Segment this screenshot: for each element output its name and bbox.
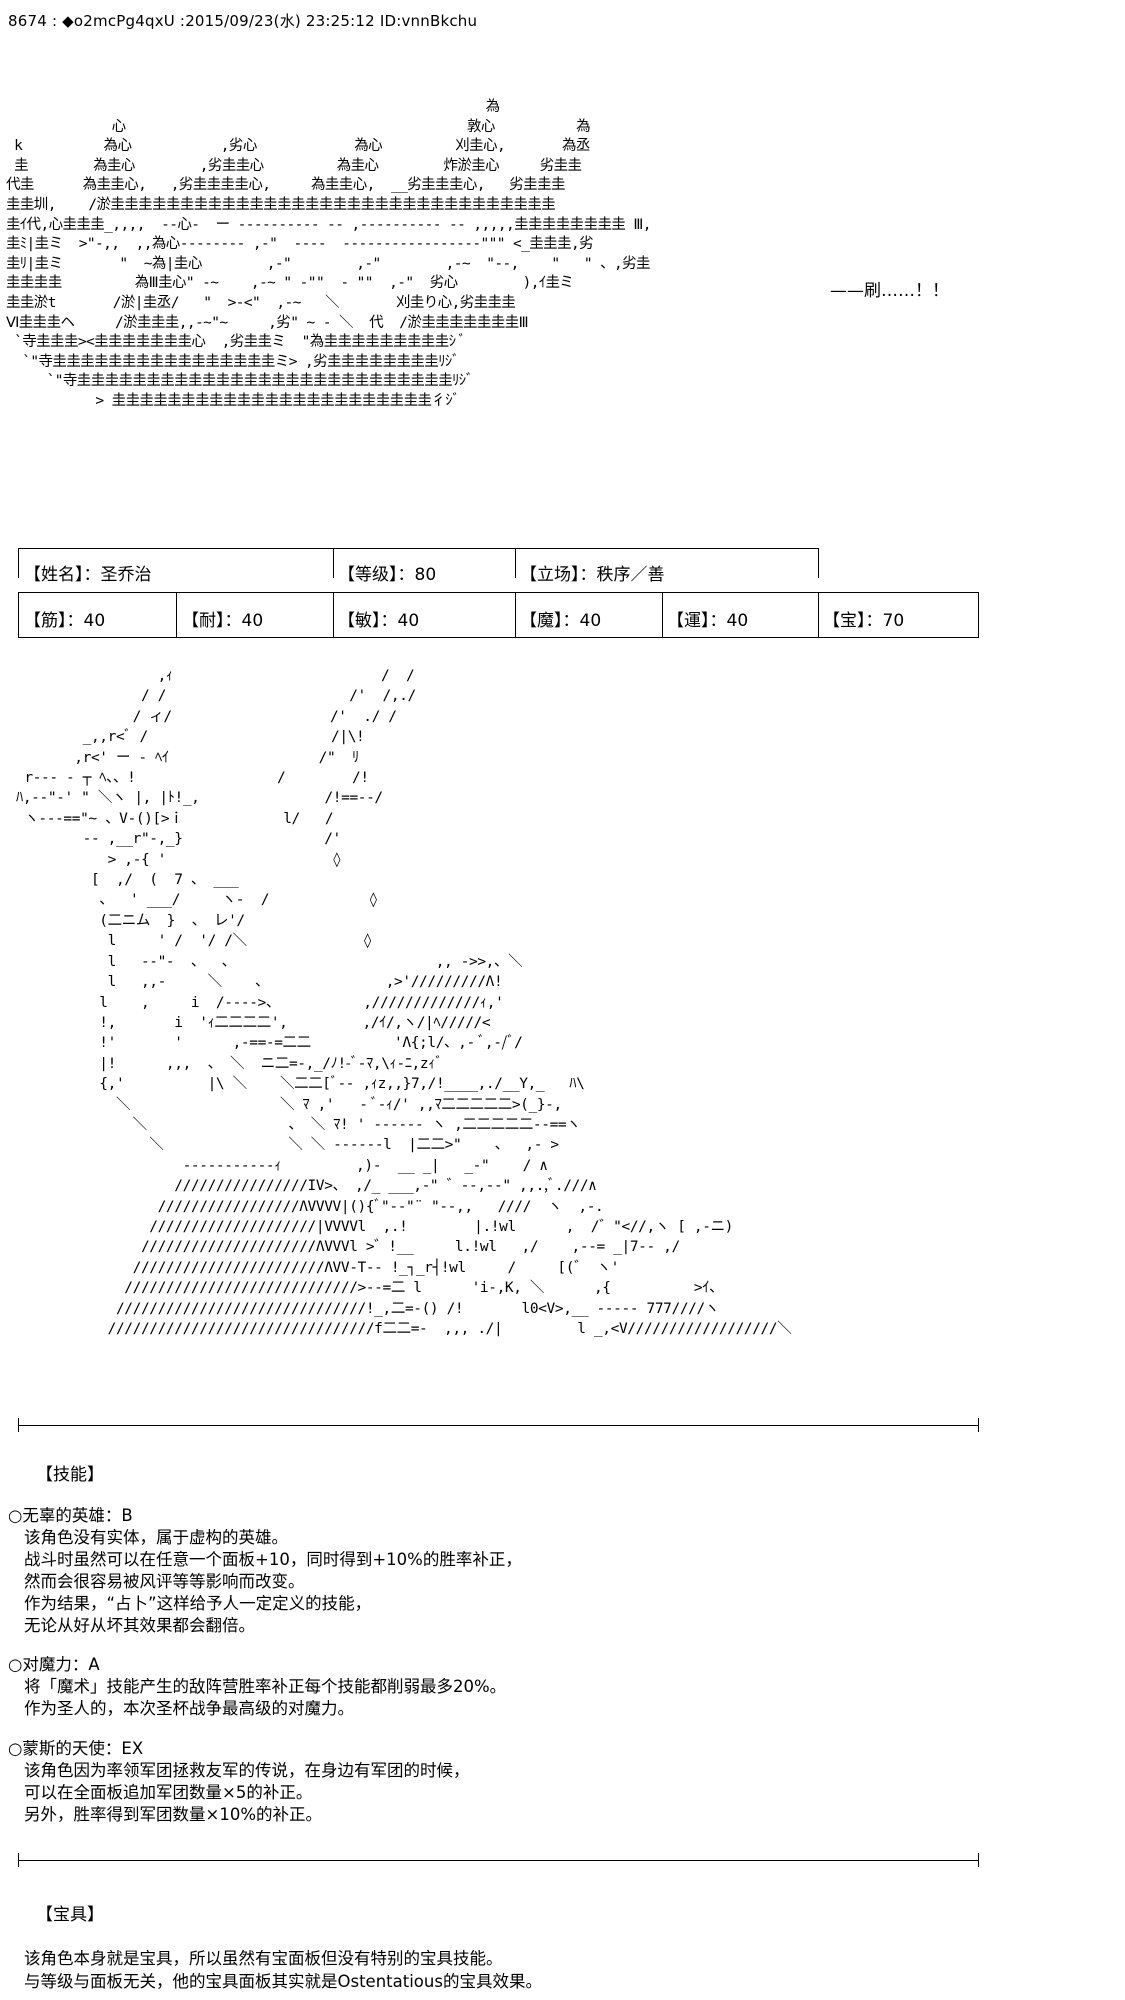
stat-endurance: 【耐】：40 — [182, 611, 264, 631]
skill-description: 该角色没有实体，属于虚构的英雄。 — [24, 1528, 288, 1547]
skill-description: 战斗时虽然可以在任意一个面板+10，同时得到+10%的胜率补正， — [24, 1550, 522, 1569]
skill-block: ○蒙斯的天使：EX 该角色因为率领军团拯救友军的传说，在身边有军团的时候， 可以… — [8, 1738, 470, 1826]
section-divider — [978, 1853, 979, 1867]
noble-phantasm-description: 该角色本身就是宝具，所以虽然有宝面板但没有特别的宝具技能。 与等级与面板无关，他… — [24, 1947, 542, 1993]
post-header: 8674 : ◆o2mcPg4qxU :2015/09/23(水) 23:25:… — [8, 12, 478, 30]
servant-level: 【等级】：80 — [338, 565, 437, 585]
skill-description: 另外，胜率得到军团数量×10%的补正。 — [24, 1805, 322, 1824]
table-line — [978, 592, 979, 638]
table-line — [333, 548, 334, 578]
stat-noble-phantasm: 【宝】：70 — [823, 611, 905, 631]
section-divider — [978, 1418, 979, 1432]
table-line — [18, 637, 978, 638]
skill-description: 可以在全面板追加军团数量×5的补正。 — [24, 1783, 313, 1802]
section-divider — [18, 1853, 19, 1867]
skill-name: ○对魔力：A — [8, 1655, 100, 1674]
servant-alignment: 【立场】：秩序／善 — [520, 565, 665, 585]
servant-name: 【姓名】：圣乔治 — [24, 565, 152, 585]
table-line — [818, 548, 819, 578]
section-divider — [18, 1418, 19, 1432]
section-divider — [18, 1860, 978, 1861]
skill-description: 无论从好从坏其效果都会翻倍。 — [24, 1616, 255, 1635]
skill-name: ○蒙斯的天使：EX — [8, 1739, 144, 1758]
stat-agility: 【敏】：40 — [338, 611, 420, 631]
skill-description: 作为结果，“占卜”这样给予人一定定义的技能， — [24, 1594, 372, 1613]
stat-strength: 【筋】：40 — [24, 611, 106, 631]
table-line — [176, 592, 177, 638]
skill-block: ○无辜的英雄：B 该角色没有实体，属于虚构的英雄。 战斗时虽然可以在任意一个面板… — [8, 1505, 522, 1637]
noble-phantasm-title: 【宝具】 — [36, 1905, 104, 1925]
skill-name: ○无辜的英雄：B — [8, 1506, 133, 1525]
table-line — [18, 592, 19, 638]
noble-phantasm-line: 与等级与面板无关，他的宝具面板其实就是Ostentatious的宝具效果。 — [24, 1972, 542, 1991]
section-divider — [18, 1425, 978, 1426]
table-line — [662, 592, 663, 638]
table-line — [515, 548, 516, 578]
table-line — [18, 592, 978, 593]
skill-description: 将「魔术」技能产生的敌阵营胜率补正每个技能都削弱最多20%。 — [24, 1677, 507, 1696]
table-line — [18, 548, 818, 549]
table-line — [18, 548, 19, 578]
ascii-art-scene: 為 心 敦心 為 k 為心 ,劣心 為心 刈圭心, 為丞 圭 為圭心 ,劣圭圭心… — [6, 99, 652, 409]
skills-title: 【技能】 — [36, 1465, 104, 1485]
stat-magic: 【魔】：40 — [520, 611, 602, 631]
ascii-art-saint-george-dragon: ,ｨ / / / / /' /,./ / ィ/ /' ./ / _,,r<ﾞ /… — [16, 668, 792, 1337]
skill-description: 作为圣人的，本次圣杯战争最高级的对魔力。 — [24, 1699, 354, 1718]
skill-block: ○对魔力：A 将「魔术」技能产生的敌阵营胜率补正每个技能都削弱最多20%。 作为… — [8, 1654, 506, 1720]
table-line — [333, 592, 334, 638]
table-line — [818, 592, 819, 638]
noble-phantasm-line: 该角色本身就是宝具，所以虽然有宝面板但没有特别的宝具技能。 — [24, 1949, 503, 1968]
table-line — [515, 592, 516, 638]
sound-effect-text: ——刷……！！ — [830, 281, 949, 301]
skill-description: 然而会很容易被风评等等影响而改变。 — [24, 1572, 305, 1591]
skill-description: 该角色因为率领军团拯救友军的传说，在身边有军团的时候， — [24, 1761, 470, 1780]
stat-luck: 【運】：40 — [667, 611, 749, 631]
